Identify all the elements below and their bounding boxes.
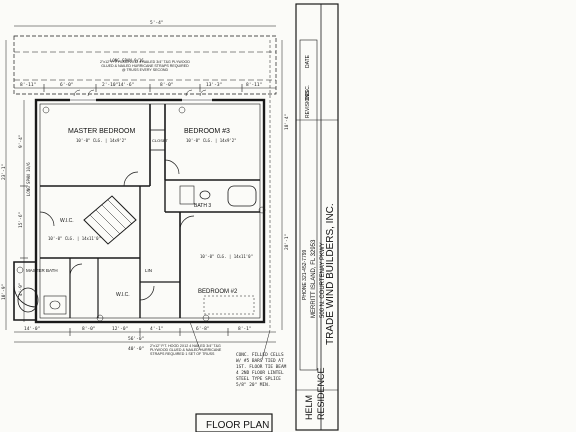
bedroom3-label: BEDROOM #3 bbox=[184, 128, 230, 135]
grid-markers bbox=[16, 106, 266, 322]
dim-right-a: 18'-4" bbox=[284, 114, 290, 130]
dim-bottom-b: 8'-0" bbox=[82, 326, 96, 332]
beam-note-2: W/ #5 BARS TIED AT bbox=[236, 358, 284, 364]
dim-left-e: 10'-9" bbox=[1, 284, 7, 300]
beam-note-6: 5/8" 20" MIN. bbox=[236, 382, 270, 388]
dimension-lines bbox=[5, 25, 283, 343]
company-address-1: 500 N. COURTENAY PKWY bbox=[320, 242, 326, 318]
dim-right-b: 28'-1" bbox=[284, 234, 290, 250]
title-block: REVISIONS DATE DESC. TRADE WIND BUILDERS… bbox=[295, 3, 339, 431]
dim-top-b: 6'-0" bbox=[60, 82, 74, 88]
long-dim-left: LONG SPAN 10/6 bbox=[26, 162, 31, 196]
bedroom3-ceiling: 10'-0" CLG. | 14x9'2" bbox=[186, 138, 237, 143]
dim-left-d: 4'-9" bbox=[18, 282, 24, 296]
sheet-title-box: FLOOR PLAN bbox=[195, 413, 273, 432]
bath3-label: BATH 3 bbox=[194, 203, 211, 209]
dim-bottom-a: 14'-0" bbox=[24, 326, 40, 332]
dim-top-h: 5'-4" bbox=[150, 20, 164, 26]
dim-left-b: 15'-6" bbox=[18, 212, 24, 228]
dim-top-e: 8'-0" bbox=[160, 82, 174, 88]
doors bbox=[39, 89, 212, 301]
plan-notes: 2"x12" P.T. HOOD 2X12 4 NAILED 3/4" T&G … bbox=[26, 58, 287, 388]
beam-note-3: 1ST. FLOOR TIE BEAM bbox=[236, 364, 287, 370]
fixtures bbox=[17, 185, 257, 315]
company-phone: PHONE 321-452-7799 bbox=[302, 249, 308, 300]
beam-note-5: STEEL TYPE SPLICE bbox=[236, 376, 281, 382]
hall-ceiling: 10'-0" CLG. | 14x11'0" bbox=[48, 236, 101, 241]
dim-bottom-c: 12'-0" bbox=[112, 326, 128, 332]
dim-bottom-g: 56'-0" bbox=[128, 336, 144, 342]
master-bedroom-ceiling: 10'-0" CLG. | 14x9'2" bbox=[76, 138, 127, 143]
project-name-2: RESIDENCE bbox=[316, 367, 326, 420]
room-labels: MASTER BEDROOM 10'-0" CLG. | 14x9'2" BED… bbox=[26, 128, 253, 298]
bedroom2-ceiling: 10'-0" CLG. | 14x11'0" bbox=[200, 254, 253, 259]
master-bedroom-label: MASTER BEDROOM bbox=[68, 128, 135, 135]
dim-left-c: 23'-1" bbox=[1, 164, 7, 180]
dim-top-c: 2'-10" bbox=[102, 82, 118, 88]
lin-label: LIN bbox=[145, 268, 152, 273]
plan-outline bbox=[13, 35, 277, 330]
company-name: TRADE WIND BUILDERS, INC. bbox=[325, 203, 336, 345]
sheet-title: FLOOR PLAN bbox=[206, 420, 269, 431]
wic-label: W.I.C. bbox=[60, 218, 74, 224]
wic-label-2: W.I.C. bbox=[116, 292, 130, 298]
bedroom2-label: BEDROOM #2 bbox=[198, 289, 238, 295]
dimension-labels: 8'-11" 6'-0" 2'-10" 14'-6" 8'-0" 13'-3" … bbox=[1, 20, 290, 352]
revisions-label: REVISIONS bbox=[305, 90, 311, 118]
company-address-2: MERRITT ISLAND, FL 32953 bbox=[311, 239, 317, 318]
dim-bottom-e: 6'-8" bbox=[196, 326, 210, 332]
dim-left-a: 9'-4" bbox=[18, 134, 24, 148]
dim-top-f: 13'-3" bbox=[206, 82, 222, 88]
dim-top-a: 8'-11" bbox=[20, 82, 36, 88]
project-name-1: HELM bbox=[304, 395, 314, 420]
date-label: DATE bbox=[305, 54, 311, 68]
header-note: 2"x12" P.T. HOOD 2X12 4 NAILED 3/4" T&G … bbox=[100, 60, 190, 73]
long-dim-top: LONG SPAN 9/16 bbox=[110, 58, 144, 63]
lower-note: 2"x12" P.T. HOOD 2X12 4 NAILED 3/4" T&G … bbox=[150, 344, 222, 357]
dim-bottom-h: 40'-0" bbox=[128, 346, 144, 352]
dim-bottom-d: 4'-1" bbox=[150, 326, 164, 332]
beam-note-1: CONC. FILLED CELLS bbox=[236, 352, 284, 358]
dim-top-g: 8'-11" bbox=[246, 82, 262, 88]
beam-note-4: 4 2ND FLOOR LINTEL bbox=[236, 370, 284, 376]
dim-bottom-f: 8'-1" bbox=[238, 326, 252, 332]
stair bbox=[83, 195, 137, 245]
closet-label: CLOSET bbox=[152, 138, 169, 143]
master-bath-label: MASTER BATH bbox=[26, 268, 58, 273]
desc-label: DESC. bbox=[305, 85, 311, 100]
dim-top-d: 14'-6" bbox=[118, 82, 134, 88]
